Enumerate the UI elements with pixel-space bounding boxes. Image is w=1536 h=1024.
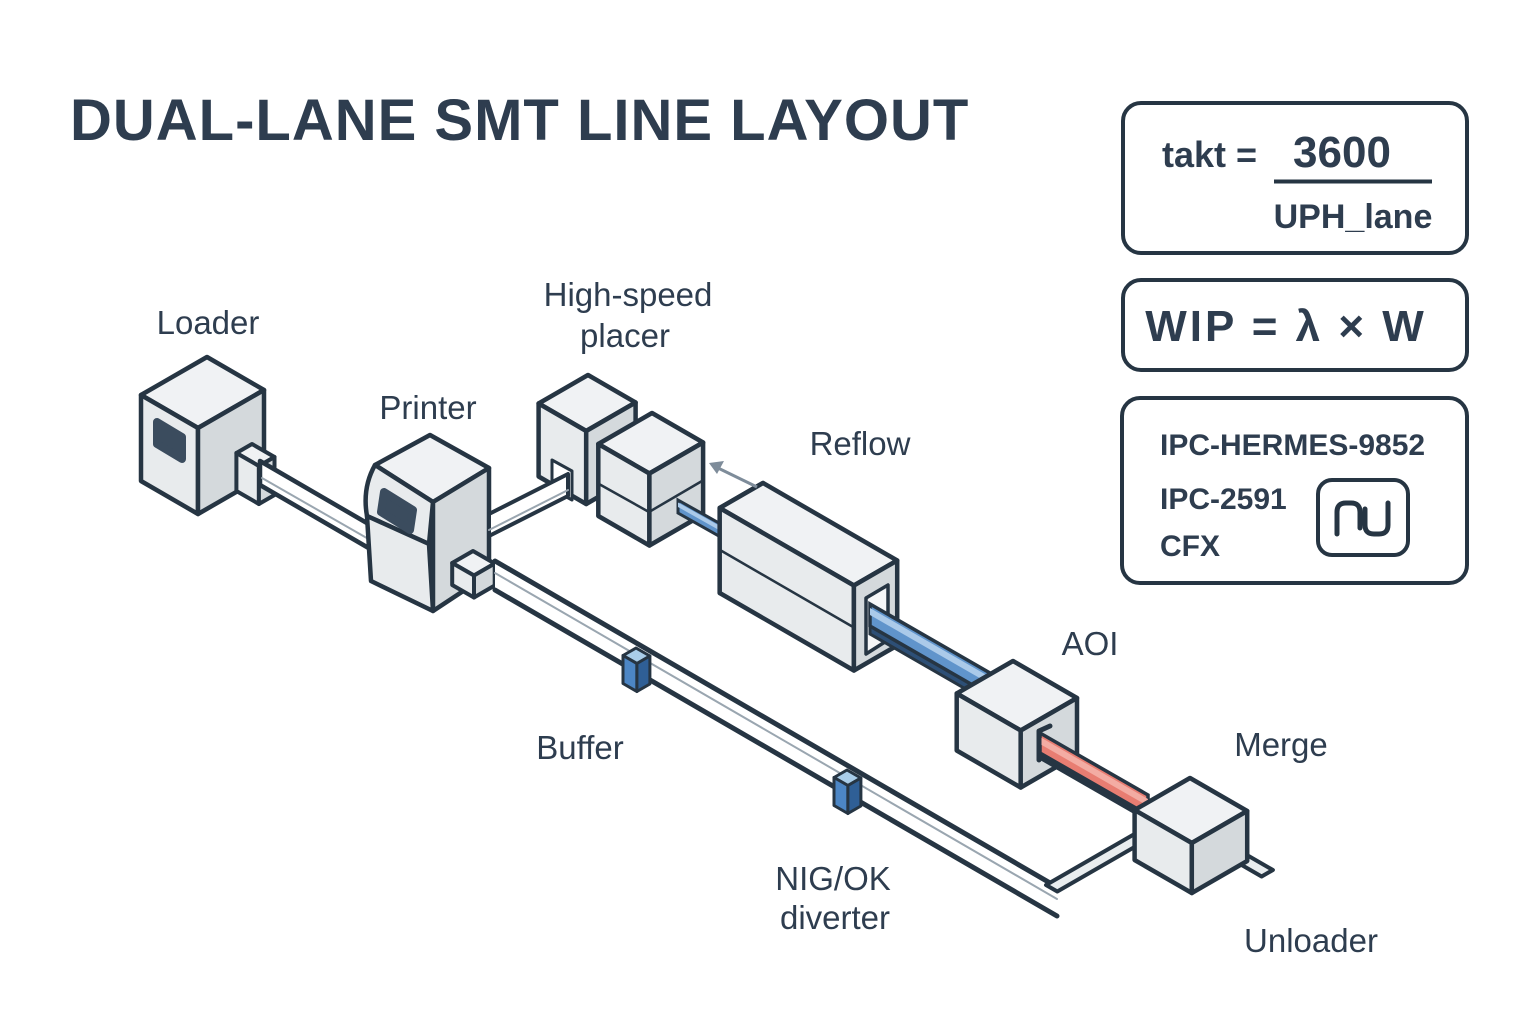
aoi-label: AOI bbox=[1062, 625, 1119, 662]
merge-label: Merge bbox=[1234, 726, 1328, 763]
flow-arrow-icon bbox=[709, 461, 758, 489]
conveyor-printer-placer bbox=[487, 472, 570, 538]
takt-formula-box: takt = 3600 UPH_lane bbox=[1121, 101, 1469, 255]
unloader-label: Unloader bbox=[1244, 922, 1378, 959]
loader-machine bbox=[138, 354, 277, 517]
printer-screen bbox=[377, 488, 417, 534]
diverter-label-line1: NIG/OK bbox=[775, 860, 891, 897]
reflow-oven bbox=[717, 480, 900, 673]
diverter-module bbox=[832, 768, 863, 815]
aoi-machine bbox=[954, 658, 1080, 790]
hermes-link-icon bbox=[1316, 478, 1410, 557]
takt-denominator: UPH_lane bbox=[1274, 198, 1433, 236]
placer-front-module bbox=[596, 410, 706, 548]
placer-label-line2: placer bbox=[580, 317, 670, 354]
page-title: DUAL-LANE SMT LINE LAYOUT bbox=[70, 88, 969, 153]
wip-formula-box: WIP = λ × W bbox=[1121, 278, 1469, 372]
merge-machine bbox=[1132, 775, 1250, 896]
loader-label: Loader bbox=[157, 304, 260, 341]
standards-box: IPC-HERMES-9852 IPC-2591 CFX bbox=[1120, 396, 1469, 585]
belt-aoi-merge bbox=[1036, 723, 1150, 822]
loader-panel bbox=[153, 418, 186, 463]
standard-cfx: CFX bbox=[1160, 530, 1220, 563]
reflow-label: Reflow bbox=[810, 425, 911, 462]
standard-ipc2591: IPC-2591 bbox=[1160, 483, 1287, 516]
printer-label: Printer bbox=[379, 389, 476, 426]
wip-formula: WIP = λ × W bbox=[1145, 302, 1427, 351]
standard-hermes: IPC-HERMES-9852 bbox=[1160, 429, 1425, 462]
takt-numerator: 3600 bbox=[1293, 128, 1391, 177]
conveyor-loader-printer bbox=[257, 458, 375, 553]
placer-label-line1: High-speed bbox=[544, 276, 713, 313]
printer-machine bbox=[363, 432, 497, 614]
takt-lhs: takt = bbox=[1162, 134, 1257, 175]
diverter-label-line2: diverter bbox=[780, 899, 890, 936]
buffer-module bbox=[621, 646, 652, 693]
buffer-label: Buffer bbox=[536, 729, 623, 766]
belt-reflow-aoi bbox=[868, 600, 992, 706]
